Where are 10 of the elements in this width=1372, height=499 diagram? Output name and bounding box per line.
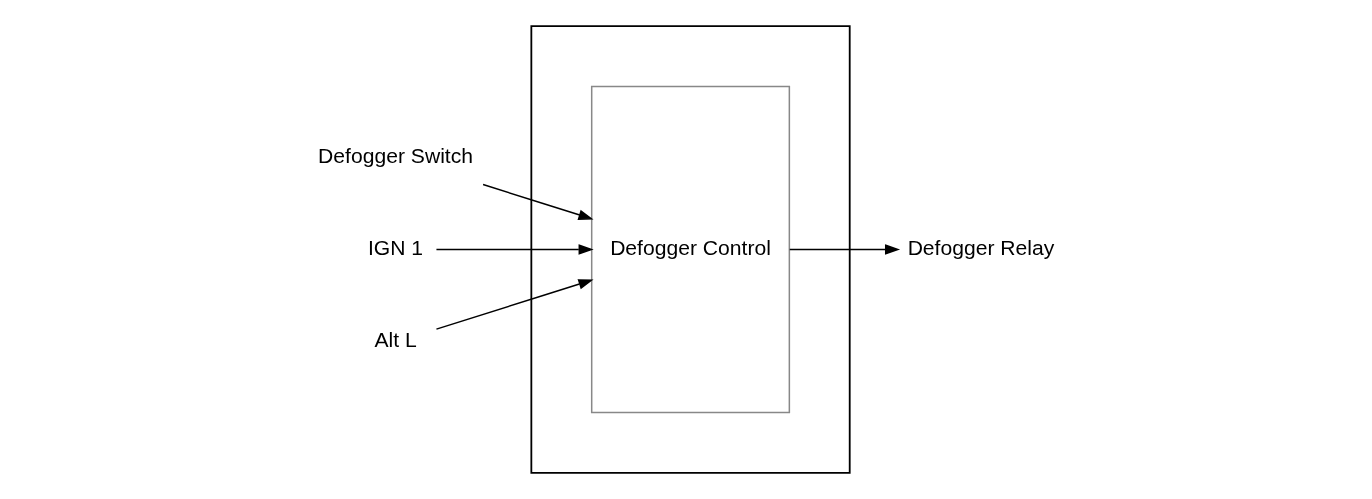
node-text: Defogger Relay — [907, 236, 1055, 260]
node-text: Alt L — [374, 328, 417, 352]
arrow — [435, 279, 594, 330]
node-text: IGN 1 — [367, 236, 424, 260]
node-text: Defogger Switch — [318, 144, 473, 168]
arrow — [435, 244, 594, 255]
arrow — [482, 183, 594, 220]
cluster — [530, 25, 851, 474]
arrow — [789, 244, 901, 255]
node-box: Defogger Control — [590, 85, 791, 414]
